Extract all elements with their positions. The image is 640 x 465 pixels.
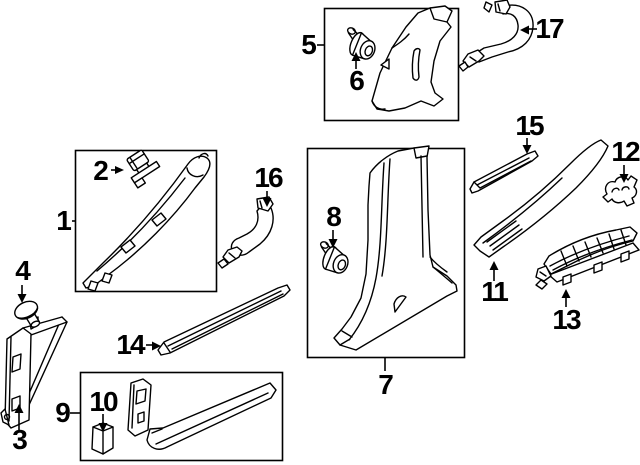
clip-retainer-2 xyxy=(126,149,161,189)
callout-box-part-9 xyxy=(79,371,284,462)
callout-label-10: 10 xyxy=(89,386,118,417)
callout-box-part-5 xyxy=(323,7,460,122)
leader-3 xyxy=(14,404,24,431)
callout-label-15: 15 xyxy=(515,110,544,141)
center-pillar-lower-trim-7 xyxy=(333,145,458,351)
front-scuff-strip-14 xyxy=(157,284,291,356)
callout-label-8: 8 xyxy=(326,201,342,232)
callout-label-14: 14 xyxy=(116,329,145,360)
rear-scuff-trim-11 xyxy=(473,139,609,258)
leader-13 xyxy=(561,289,571,307)
callout-label-5: 5 xyxy=(301,29,317,60)
callout-label-7: 7 xyxy=(378,369,394,400)
leader-16 xyxy=(262,191,272,207)
pillar-upper-trim-5 xyxy=(371,5,453,112)
leader-14 xyxy=(146,341,161,351)
leader-10 xyxy=(98,414,108,432)
leader-12 xyxy=(619,165,629,183)
leader-11 xyxy=(489,261,499,281)
leader-17 xyxy=(520,25,537,35)
rear-sill-strip-15 xyxy=(469,150,539,194)
windshield-pillar-trim xyxy=(82,152,211,292)
callout-label-17: 17 xyxy=(535,13,564,44)
callout-label-9: 9 xyxy=(55,397,71,428)
callout-label-6: 6 xyxy=(349,65,365,96)
callout-label-1: 1 xyxy=(56,205,72,236)
callout-label-4: 4 xyxy=(15,255,31,286)
clip-spring-12 xyxy=(602,175,638,207)
callout-label-3: 3 xyxy=(12,424,28,455)
clip-pushpin-8 xyxy=(319,241,349,274)
clip-pushpin-6 xyxy=(346,27,376,60)
step-pad-13 xyxy=(535,226,640,290)
callout-label-2: 2 xyxy=(93,155,109,186)
handle-bracket-17 xyxy=(458,0,534,72)
callout-label-13: 13 xyxy=(552,304,581,335)
leader-15 xyxy=(522,138,532,154)
callout-label-12: 12 xyxy=(611,136,640,167)
callout-label-16: 16 xyxy=(254,162,283,193)
clip-mushroom-4 xyxy=(14,300,41,328)
door-scuff-plate-9 xyxy=(127,378,277,450)
leader-4 xyxy=(17,285,27,303)
leader-6 xyxy=(351,52,361,69)
leader-2 xyxy=(111,166,124,174)
callout-box-part-7 xyxy=(306,147,466,359)
callout-label-11: 11 xyxy=(481,276,509,307)
leader-8 xyxy=(328,230,338,248)
handle-bracket-16 xyxy=(217,196,274,269)
